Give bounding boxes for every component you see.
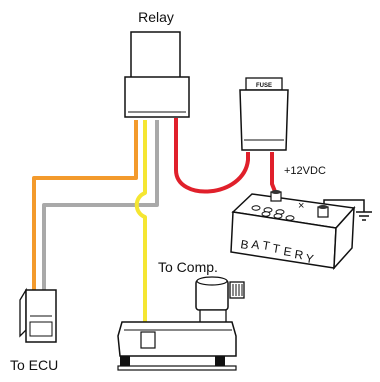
to-ecu-label: To ECU xyxy=(10,357,58,373)
svg-text:Y: Y xyxy=(305,251,315,266)
gray-wire xyxy=(42,120,159,298)
red-wire-relay-fuse xyxy=(174,118,250,194)
compressor-terminal xyxy=(140,331,156,349)
fuse-label: FUSE xyxy=(256,83,272,89)
battery-side xyxy=(333,205,355,271)
ecu-connector: To ECU xyxy=(10,287,58,373)
yellow-wire xyxy=(134,120,147,338)
ecu-connector-clip xyxy=(19,287,27,338)
svg-text:B: B xyxy=(240,237,250,252)
svg-text:T: T xyxy=(262,238,272,253)
to-comp-label: To Comp. xyxy=(158,259,218,275)
terminal-cross: × xyxy=(298,200,304,212)
compressor-body xyxy=(117,321,237,357)
voltage-label: +12VDC xyxy=(284,165,326,177)
svg-text:T: T xyxy=(272,241,282,256)
relay-cap xyxy=(130,31,181,79)
svg-text:E: E xyxy=(283,244,293,259)
orange-wire xyxy=(32,120,138,298)
positive-terminal xyxy=(270,190,282,202)
compressor-feet xyxy=(120,356,225,368)
ground-symbol xyxy=(356,211,372,221)
negative-terminal xyxy=(317,205,329,218)
compressor: To Comp. xyxy=(117,259,245,371)
relay: Relay xyxy=(124,9,190,118)
red-wire-fuse-battery xyxy=(270,152,278,195)
fuse-body xyxy=(239,89,289,151)
battery-lettering: B A T T E R Y xyxy=(240,237,315,266)
battery: × B A T T E R Y xyxy=(230,190,356,271)
svg-text:R: R xyxy=(294,247,305,262)
svg-text:A: A xyxy=(251,237,261,252)
fuse: FUSE +12VDC xyxy=(239,77,326,177)
relay-body xyxy=(124,76,190,118)
battery-cells xyxy=(251,205,295,221)
relay-label: Relay xyxy=(138,9,174,25)
